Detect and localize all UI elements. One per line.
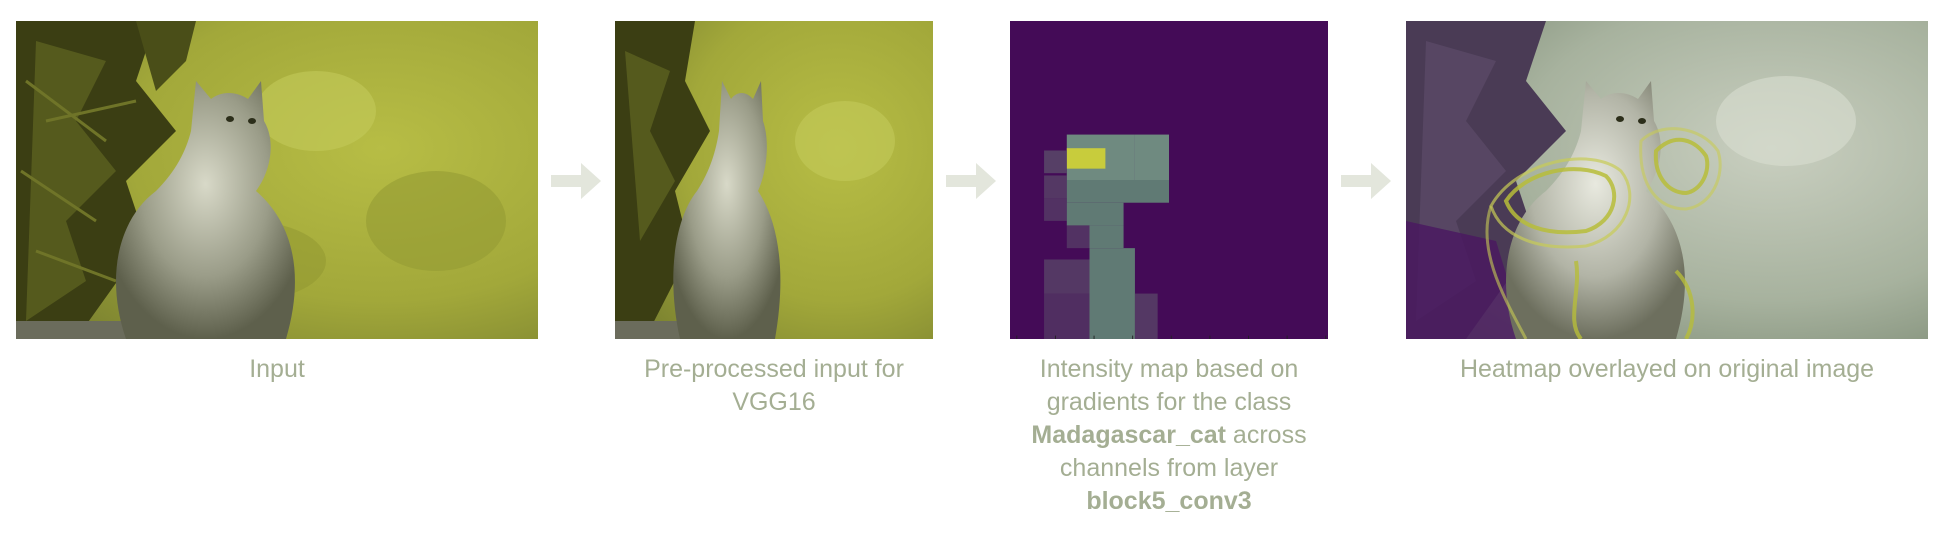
caption-intensity-map: Intensity map based on gradients for the…	[969, 353, 1369, 518]
preprocessed-image	[615, 21, 933, 339]
caption-preprocessed-line1: Pre-processed input for	[644, 355, 904, 383]
caption-input-text: Input	[249, 355, 305, 383]
caption-intensity-line5: block5_conv3	[969, 485, 1369, 518]
caption-heatmap-overlay: Heatmap overlayed on original image	[1406, 353, 1928, 386]
heatmap-overlay-image	[1406, 21, 1928, 339]
caption-intensity-line2: gradients for the class	[1046, 388, 1292, 416]
caption-preprocessed: Pre-processed input for VGG16	[574, 353, 974, 419]
input-image	[16, 21, 538, 339]
caption-intensity-line4: channels from layer	[1059, 454, 1279, 482]
arrow-right-icon	[551, 163, 601, 199]
intensity-map	[1010, 21, 1328, 339]
caption-heatmap-overlay-text: Heatmap overlayed on original image	[1459, 355, 1875, 383]
caption-intensity-line3: Madagascar_cat across	[969, 419, 1369, 452]
caption-preprocessed-line2: VGG16	[732, 388, 816, 416]
arrow-right-icon	[1341, 163, 1391, 199]
class-name: Madagascar_cat	[1031, 421, 1226, 449]
caption-input: Input	[16, 353, 538, 386]
caption-intensity-line3-rest: across	[1225, 421, 1307, 449]
caption-intensity-line1: Intensity map based on	[1039, 355, 1299, 383]
layer-name: block5_conv3	[1086, 487, 1252, 515]
arrow-right-icon	[946, 163, 996, 199]
